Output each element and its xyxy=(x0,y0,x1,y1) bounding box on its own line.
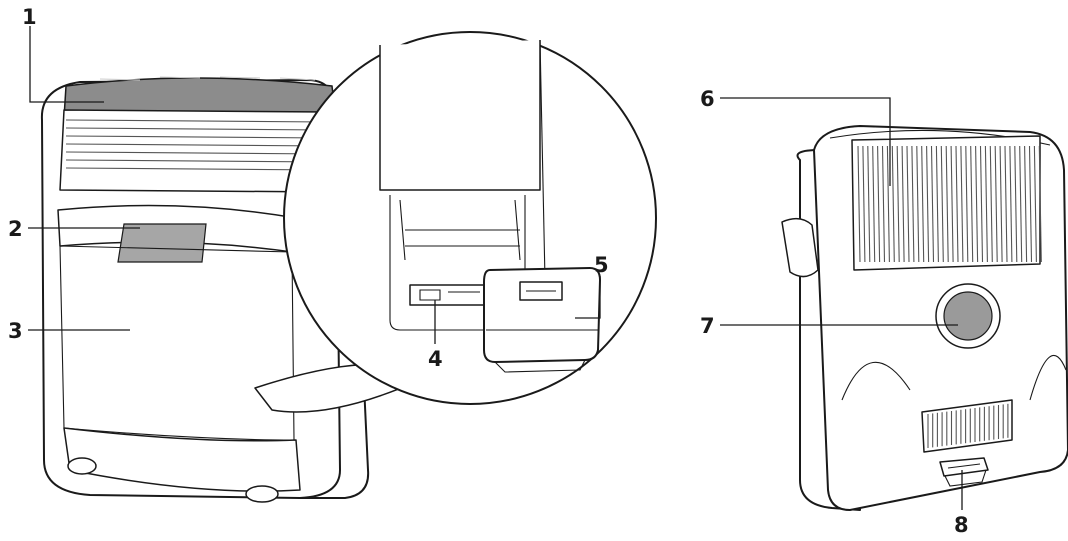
grille-slat xyxy=(970,145,974,263)
lower-grille-slats xyxy=(927,403,1009,448)
front-wheel-right xyxy=(245,485,279,503)
detail-magnifier xyxy=(254,31,657,413)
front-wheel-left xyxy=(67,457,97,475)
grille-slat xyxy=(1014,145,1018,263)
rear-wheel-housing-right xyxy=(1029,355,1067,401)
callout-5: 5 xyxy=(594,253,609,277)
grille-slat xyxy=(955,145,959,263)
grille-slat xyxy=(867,145,871,263)
callout-2: 2 xyxy=(8,217,23,241)
grille-slat xyxy=(1024,145,1028,263)
front-base xyxy=(63,427,301,492)
grille-slat xyxy=(945,145,949,263)
top-grille-slats xyxy=(99,76,316,81)
grille-slat xyxy=(886,145,890,263)
water-tank xyxy=(483,267,601,373)
grille-slat xyxy=(857,145,861,263)
grille-slat xyxy=(1028,145,1033,263)
grille-slat xyxy=(960,145,964,263)
rear-grille-slats xyxy=(857,145,1042,263)
callout-3: 3 xyxy=(8,319,23,343)
grille-slat xyxy=(877,145,881,263)
grille-slat xyxy=(989,145,993,263)
grille-slat xyxy=(896,145,900,263)
rear-wheel-housing-left xyxy=(841,361,911,401)
callout-1: 1 xyxy=(22,5,37,29)
grille-slat xyxy=(935,145,939,263)
grille-slat xyxy=(950,145,954,263)
grille-slat xyxy=(1019,145,1023,263)
drain-plug xyxy=(939,457,989,477)
callout-8: 8 xyxy=(954,513,969,537)
grille-slat xyxy=(911,145,915,263)
grille-slat xyxy=(921,145,925,263)
grille-slat xyxy=(984,145,988,263)
grille-slat xyxy=(901,145,905,263)
rear-side-handle xyxy=(781,217,819,278)
top-air-grille xyxy=(63,77,337,121)
grille-slat xyxy=(926,145,930,263)
leader-5 xyxy=(575,276,601,319)
display-window xyxy=(117,223,207,263)
grille-slat xyxy=(1004,145,1008,263)
grille-slat xyxy=(881,145,886,263)
callout-labels: 1 2 3 4 5 6 7 8 xyxy=(8,5,969,537)
callout-4: 4 xyxy=(428,347,443,371)
callout-7: 7 xyxy=(700,314,715,338)
grille-slat xyxy=(891,145,895,263)
leader-1 xyxy=(29,26,104,103)
grille-slat xyxy=(940,145,944,263)
grille-slat xyxy=(862,145,866,263)
louver-lines xyxy=(65,119,327,171)
rear-view-unit xyxy=(781,125,1068,511)
grille-slat xyxy=(999,145,1003,263)
grille-slat xyxy=(975,145,979,263)
grille-slat xyxy=(1033,145,1037,263)
tank-bay-interior xyxy=(379,39,546,331)
grille-slat xyxy=(1038,145,1042,263)
callout-6: 6 xyxy=(700,87,715,111)
hose-outlet xyxy=(943,291,993,341)
grille-slat xyxy=(906,145,910,263)
grille-slat xyxy=(916,145,920,263)
grille-slat xyxy=(965,145,969,263)
grille-slat xyxy=(1009,145,1013,263)
grille-slat xyxy=(994,145,998,263)
grille-slat xyxy=(979,145,984,263)
grille-slat xyxy=(930,145,935,263)
grille-slat xyxy=(872,145,876,263)
leader-lines xyxy=(28,26,963,510)
leader-6 xyxy=(720,97,891,186)
